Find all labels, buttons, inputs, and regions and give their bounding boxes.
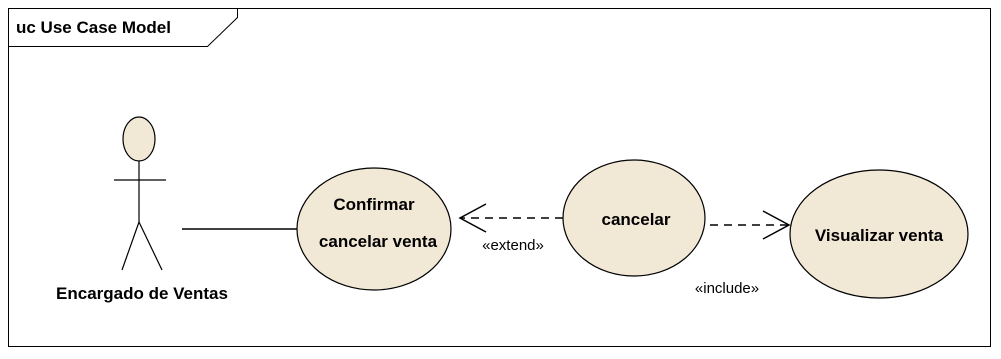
include-relationship[interactable]: «include» xyxy=(695,210,791,297)
actor-left-leg xyxy=(121,221,140,271)
use-case-ellipse xyxy=(296,167,452,291)
include-arrowhead xyxy=(762,210,791,240)
diagram-frame xyxy=(8,8,991,347)
use-case-cancelar[interactable]: cancelar xyxy=(562,159,706,277)
use-case-visualizar-venta[interactable]: Visualizar venta xyxy=(789,169,969,299)
actor-encargado-de-ventas[interactable]: Encargado de Ventas xyxy=(56,116,228,303)
actor-name: Encargado de Ventas xyxy=(56,284,228,303)
extend-stereotype: «extend» xyxy=(482,237,544,254)
include-stereotype: «include» xyxy=(695,280,759,297)
actor-head xyxy=(122,116,156,162)
use-case-label: cancelar xyxy=(602,210,671,229)
use-case-ellipse xyxy=(789,169,969,299)
actor-right-leg xyxy=(138,221,163,271)
extend-arrowhead xyxy=(458,203,487,233)
frame-title: uc Use Case Model xyxy=(16,18,171,37)
extend-relationship[interactable]: «extend» xyxy=(458,203,563,254)
use-case-label-line2: cancelar venta xyxy=(319,232,438,251)
use-case-label: Visualizar venta xyxy=(815,226,944,245)
use-case-label-line1: Confirmar xyxy=(333,195,415,214)
use-case-confirmar-cancelar-venta[interactable]: Confirmar cancelar venta xyxy=(296,167,452,291)
frame-title-tab xyxy=(8,8,238,47)
